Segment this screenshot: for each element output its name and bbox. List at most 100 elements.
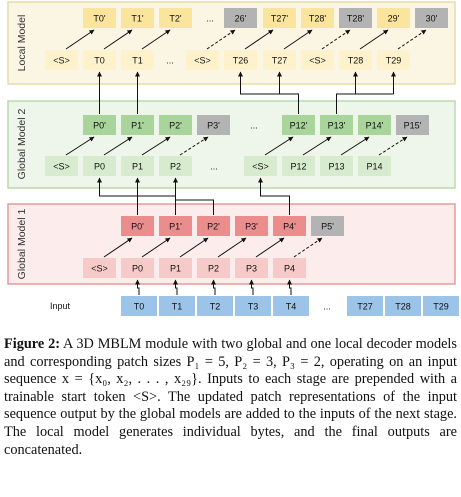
input-to-g1-connectors	[135, 279, 292, 295]
token-box	[83, 258, 116, 278]
token-label: P0	[94, 162, 105, 172]
token-label: T28	[395, 302, 411, 312]
token-box	[197, 115, 230, 135]
global2-output-row: P0' P1' P2' P3' ... P12' P13' P14' P15'	[83, 115, 429, 135]
token-label: P5'	[321, 222, 334, 232]
token-label: P1	[170, 264, 181, 274]
token-label: P1	[132, 162, 143, 172]
token-box	[385, 296, 421, 316]
token-box	[197, 258, 230, 278]
token-label: P3'	[207, 121, 220, 131]
token-box	[121, 258, 154, 278]
token-box	[186, 50, 219, 70]
token-box	[377, 8, 410, 28]
token-label: T0	[94, 56, 105, 66]
token-box	[235, 296, 271, 316]
token-box	[423, 296, 459, 316]
token-label: P1'	[131, 121, 144, 131]
token-box	[339, 50, 372, 70]
token-box	[83, 50, 116, 70]
local-input-row: <S> T0 T1 ... <S> T26 T27 <S> T28 T29	[45, 50, 410, 70]
input-row: Input T0 T1 T2 T3 T4 ... T27 T28 T29	[50, 296, 459, 316]
token-box	[301, 50, 334, 70]
token-box	[159, 216, 192, 236]
token-label: <S>	[194, 56, 211, 66]
token-label: 30'	[426, 14, 438, 24]
ellipsis: ...	[206, 14, 214, 24]
token-label: P13'	[328, 121, 346, 131]
token-box	[347, 296, 383, 316]
token-box	[159, 156, 192, 176]
token-label: <S>	[252, 162, 269, 172]
token-label: P0'	[93, 121, 106, 131]
token-box	[263, 8, 296, 28]
ellipsis: ...	[323, 302, 331, 312]
token-box	[83, 8, 116, 28]
token-label: P2	[170, 162, 181, 172]
caption-text: A 3D MBLM module with two global and one…	[4, 336, 457, 458]
token-label: T27	[357, 302, 373, 312]
architecture-diagram: Local Model Global Model 2 Global Model …	[7, 1, 459, 316]
token-label: T1	[132, 56, 143, 66]
token-box	[159, 115, 192, 135]
token-label: 29'	[388, 14, 400, 24]
token-box	[121, 296, 157, 316]
token-box	[263, 50, 296, 70]
token-label: T27'	[271, 14, 289, 24]
token-box	[159, 258, 192, 278]
token-label: P0'	[131, 222, 144, 232]
ellipsis: ...	[250, 121, 258, 131]
token-box	[358, 156, 391, 176]
token-box	[224, 8, 257, 28]
token-box	[311, 216, 344, 236]
token-box	[197, 296, 233, 316]
g1-to-g2-connectors	[97, 177, 290, 215]
token-label: T3	[248, 302, 259, 312]
token-label: P14'	[366, 121, 384, 131]
token-label: P2	[208, 264, 219, 274]
token-label: T28	[348, 56, 364, 66]
token-label: P15'	[404, 121, 422, 131]
token-label: P4	[284, 264, 295, 274]
token-label: P1'	[169, 222, 182, 232]
token-label: T26	[233, 56, 249, 66]
token-label: T2'	[169, 14, 182, 24]
token-label: P3	[246, 264, 257, 274]
token-box	[396, 115, 429, 135]
token-box	[159, 8, 192, 28]
token-box	[273, 258, 306, 278]
token-label: T1'	[131, 14, 144, 24]
token-box	[377, 50, 410, 70]
token-box	[224, 50, 257, 70]
global-model-1-label: Global Model 1	[16, 209, 28, 280]
token-label: T29	[386, 56, 402, 66]
global-model-2-label: Global Model 2	[16, 109, 28, 180]
local-arrows	[65, 29, 427, 50]
token-label: <S>	[91, 264, 108, 274]
token-label: P14	[366, 162, 382, 172]
figure-caption: Figure 2: A 3D MBLM module with two glob…	[4, 336, 457, 459]
token-label: T0	[134, 302, 145, 312]
figure-label: Figure 2:	[4, 336, 60, 352]
token-box	[121, 50, 154, 70]
local-model-label: Local Model	[16, 15, 28, 72]
token-label: T1	[172, 302, 183, 312]
token-box	[320, 156, 353, 176]
token-label: T28'	[309, 14, 327, 24]
token-box	[282, 156, 315, 176]
token-label: <S>	[53, 56, 70, 66]
token-box	[320, 115, 353, 135]
token-box	[83, 156, 116, 176]
global1-input-row: <S> P0 P1 P2 P3 P4	[83, 258, 306, 278]
token-label: T29	[433, 302, 449, 312]
token-box	[121, 115, 154, 135]
token-box	[273, 296, 309, 316]
token-label: T4	[286, 302, 297, 312]
token-box	[282, 115, 315, 135]
token-box	[197, 216, 230, 236]
input-label: Input	[50, 301, 71, 311]
token-label: 26'	[235, 14, 247, 24]
global1-output-row: P0' P1' P2' P3' P4' P5'	[121, 216, 344, 236]
token-box	[121, 8, 154, 28]
global2-input-row: <S> P0 P1 P2 ... <S> P12 P13 P14	[45, 156, 391, 176]
